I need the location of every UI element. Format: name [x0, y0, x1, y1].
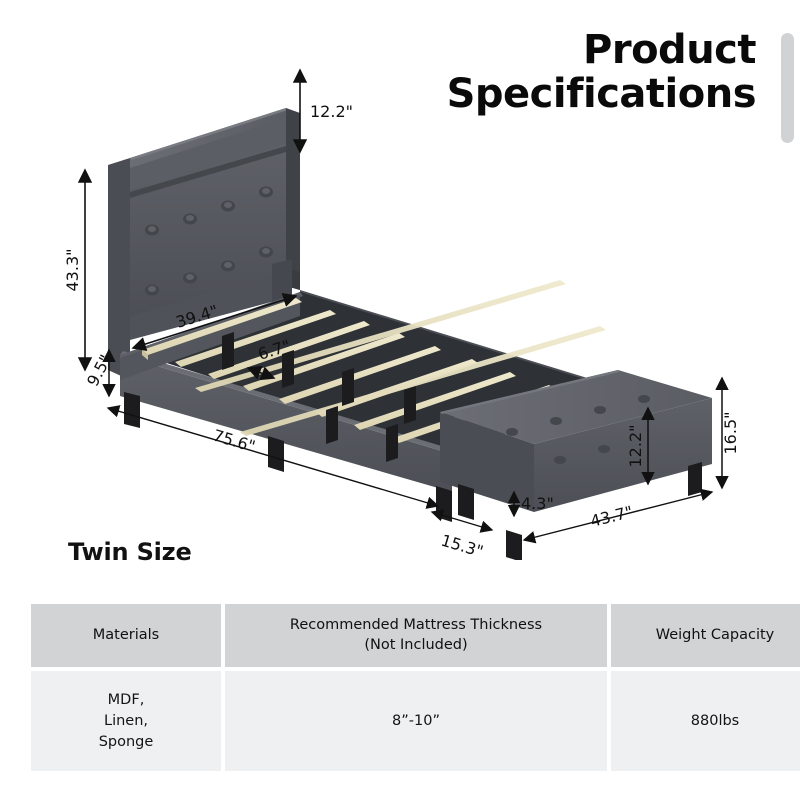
- dimension-label-4-3: 4.3": [521, 494, 554, 513]
- scrollbar-thumb[interactable]: [781, 33, 794, 143]
- dimension-ottoman-depth: 15.3": [430, 509, 494, 560]
- dimension-headboard-total-height: 43.3": [63, 168, 93, 372]
- dimension-label-12-2-ottoman: 12.2": [626, 425, 645, 468]
- dimension-label-43-3: 43.3": [63, 249, 82, 292]
- dimension-label-16-5: 16.5": [721, 412, 740, 455]
- size-label: Twin Size: [68, 538, 192, 566]
- storage-ottoman-bench: [440, 370, 712, 512]
- headboard-tufting-buttons-upper: [145, 186, 273, 236]
- table-cell-materials: MDF, Linen, Sponge: [31, 671, 221, 772]
- dimension-ottoman-body-height: 12.2": [626, 406, 655, 486]
- specifications-table: Materials Recommended Mattress Thickness…: [27, 600, 800, 775]
- page-title: Product Specifications: [446, 27, 757, 117]
- dimension-label-12-2-headboard: 12.2": [310, 102, 353, 121]
- dimension-headboard-top-panel-height: 12.2": [292, 68, 353, 154]
- page-title-line-2: Specifications: [446, 71, 757, 117]
- headboard-tufting-buttons-lower: [145, 246, 273, 296]
- dimension-label-43-7: 43.7": [588, 502, 634, 531]
- dimension-ottoman-total-height: 16.5": [715, 376, 740, 490]
- table-header-weight-capacity: Weight Capacity: [611, 604, 800, 668]
- table-header-row: Materials Recommended Mattress Thickness…: [31, 604, 800, 668]
- table-cell-mattress-thickness: 8”-10”: [225, 671, 607, 772]
- table-header-materials: Materials: [31, 604, 221, 668]
- table-header-mattress-thickness: Recommended Mattress Thickness (Not Incl…: [225, 604, 607, 668]
- table-row: MDF, Linen, Sponge 8”-10” 880lbs: [31, 671, 800, 772]
- product-dimension-illustration: 12.2" 43.3" 39.4" 9.5" 6.7": [0, 40, 800, 560]
- page-title-line-1: Product: [583, 27, 756, 73]
- dimension-label-15-3: 15.3": [439, 531, 486, 560]
- headboard-left-post: [108, 158, 130, 380]
- table-cell-weight-capacity: 880lbs: [611, 671, 800, 772]
